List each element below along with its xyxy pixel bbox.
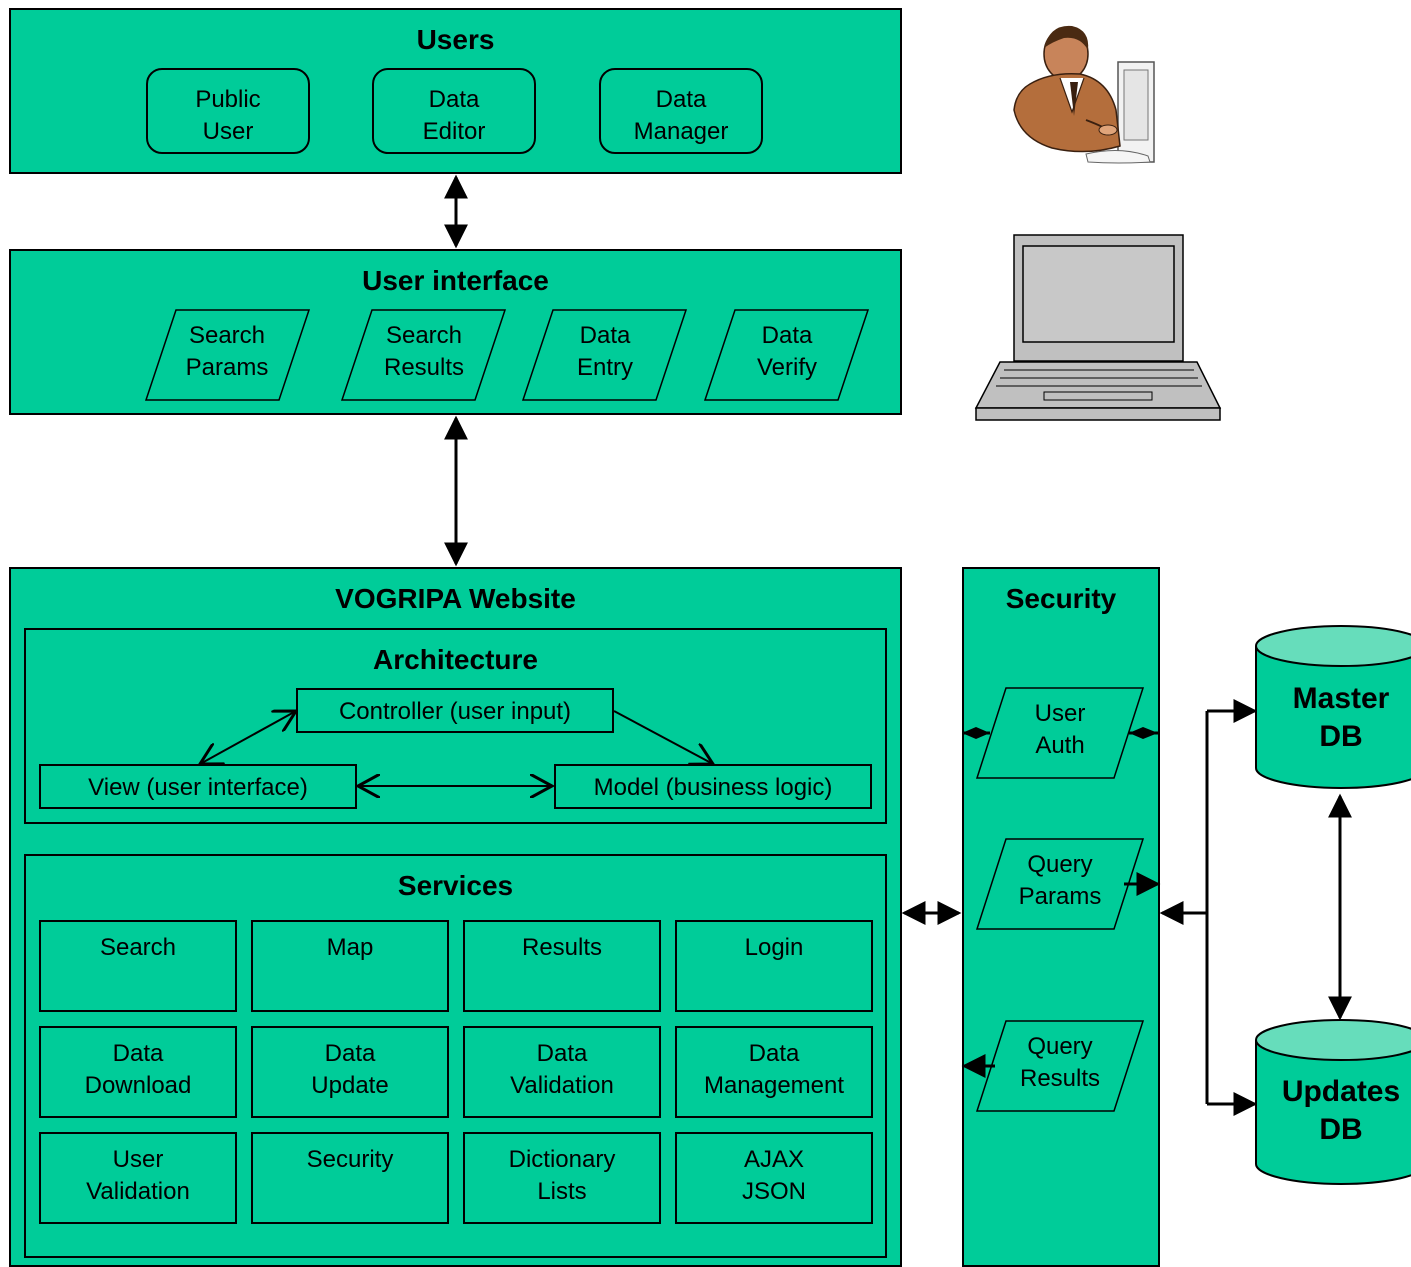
ui-search-results-shape <box>340 309 507 401</box>
model-label: Model (business logic) <box>593 774 833 801</box>
architecture-title: Architecture <box>373 644 538 675</box>
service-data-update: Data Update <box>251 1026 449 1118</box>
users-title: Users <box>416 24 495 55</box>
master-db-label: Master DB <box>1292 682 1390 753</box>
service-data-validation: Data Validation <box>463 1026 661 1118</box>
updates-db-label: Updates DB <box>1281 1075 1401 1146</box>
ui-data-entry-shape <box>521 309 688 401</box>
service-data-management: Data Management <box>675 1026 873 1118</box>
service-search: Search <box>39 920 237 1012</box>
user-auth-left-diamond <box>962 727 990 739</box>
sec-query-results-shape <box>975 1020 1145 1112</box>
users-data-editor <box>372 68 536 154</box>
sec-user-auth-label: User Auth <box>1034 700 1086 759</box>
sec-query-params-label: Query Params <box>1018 851 1102 910</box>
user-interface-box: User interface <box>9 249 902 415</box>
service-results: Results <box>463 920 661 1012</box>
view-label: View (user interface) <box>88 774 308 801</box>
users-data-editor-label: Data Editor <box>422 86 486 145</box>
service-security: Security <box>251 1132 449 1224</box>
master-db-cylinder <box>1255 625 1411 789</box>
service-dictionary-lists: Dictionary Lists <box>463 1132 661 1224</box>
users-public-user <box>146 68 310 154</box>
architecture-box: Architecture <box>24 628 887 824</box>
services-title: Services <box>397 870 514 901</box>
updates-db-cylinder <box>1255 1019 1411 1185</box>
service-user-validation: User Validation <box>39 1132 237 1224</box>
service-data-download: Data Download <box>39 1026 237 1118</box>
sec-query-results-label: Query Results <box>1019 1033 1101 1092</box>
security-box: Security <box>962 567 1160 1267</box>
ui-data-entry-label: Data Entry <box>576 322 633 381</box>
ui-data-verify-shape <box>703 309 870 401</box>
service-ajax-json: AJAX JSON <box>675 1132 873 1224</box>
sec-user-auth-shape <box>975 687 1145 779</box>
ui-search-params-shape <box>144 309 311 401</box>
users-data-manager-label: Data Manager <box>633 86 729 145</box>
service-login: Login <box>675 920 873 1012</box>
arrow-controller-model <box>613 710 713 764</box>
laptop-icon <box>974 234 1222 421</box>
person-at-computer-icon <box>1013 25 1155 164</box>
user-auth-right-diamond <box>1129 727 1158 739</box>
sec-query-params-shape <box>975 838 1145 930</box>
service-map: Map <box>251 920 449 1012</box>
users-data-manager <box>599 68 763 154</box>
website-box: VOGRIPA Website <box>9 567 902 1267</box>
ui-search-results-label: Search Results <box>383 322 465 381</box>
security-title: Security <box>1005 583 1117 614</box>
ui-search-params-label: Search Params <box>185 322 269 381</box>
user-interface-title: User interface <box>362 265 549 296</box>
arrow-controller-view <box>200 711 296 764</box>
website-title: VOGRIPA Website <box>335 583 576 614</box>
services-box: Services <box>24 854 887 1258</box>
users-public-user-label: Public User <box>195 86 261 145</box>
controller-label: Controller (user input) <box>338 698 572 725</box>
ui-data-verify-label: Data Verify <box>756 322 818 381</box>
